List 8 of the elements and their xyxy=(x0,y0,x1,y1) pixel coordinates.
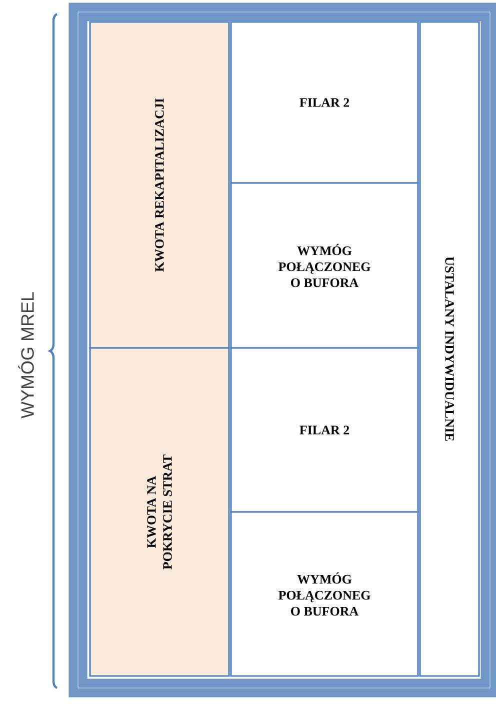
table-cell: KWOTA NA POKRYCIE STRAT xyxy=(89,347,230,677)
table-cell: WYMÓG POŁĄCZONEG O BUFORA xyxy=(230,182,419,349)
table-cell: WYMÓG POŁĄCZONEG O BUFORA xyxy=(230,511,419,677)
table-cell: USTALANY INDYWIDUALNIE xyxy=(419,21,480,677)
table-cell: FILAR 2 xyxy=(230,347,419,513)
table-cell: FILAR 2 xyxy=(230,21,419,184)
table-cell: KWOTA REKAPITALIZACJI xyxy=(89,21,230,349)
side-label: WYMÓG MREL xyxy=(18,292,34,418)
